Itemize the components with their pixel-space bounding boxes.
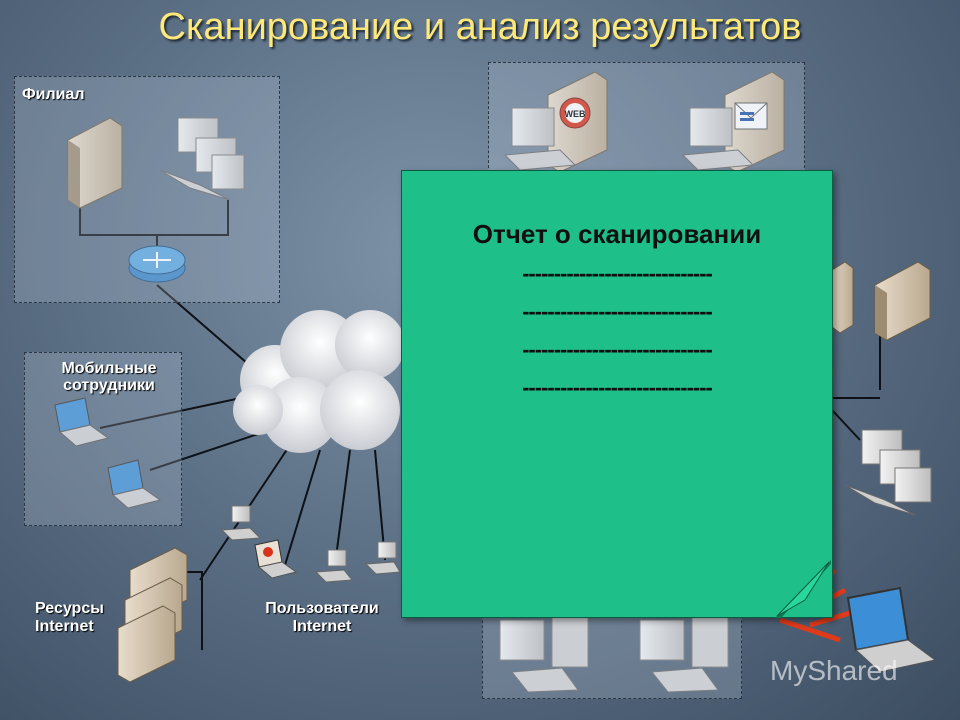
scan-report-note: Отчет о сканировании -------------------… [401, 170, 833, 618]
watermark-logo: MyShared [770, 655, 898, 686]
laptop-icon [54, 397, 110, 447]
mobile-zone-label: Мобильные сотрудники [61, 360, 157, 394]
mobile-zone [24, 352, 182, 526]
laptop-icon [254, 539, 298, 579]
web-badge-icon: WEB [559, 97, 591, 129]
report-line: ------------------------------ [522, 337, 713, 362]
servers-zone [488, 62, 805, 173]
workstation-icon [314, 549, 353, 583]
branch-zone [14, 76, 280, 303]
report-line: ------------------------------ [522, 375, 713, 400]
page-curl-icon [775, 560, 831, 618]
report-line: ------------------------------ [522, 261, 713, 286]
branch-zone-label: Филиал [22, 86, 85, 103]
report-title: Отчет о сканировании [472, 219, 762, 249]
server-icon [117, 547, 188, 683]
laptop-icon [107, 459, 162, 509]
workstation-icon [844, 429, 932, 516]
workstation-icon [364, 541, 401, 575]
server-icon [67, 117, 123, 209]
workstation-icon [159, 117, 245, 201]
workstation-icon [220, 505, 262, 541]
slide-title: Сканирование и анализ результатов [158, 6, 802, 48]
mail-badge-icon [734, 102, 768, 130]
internet-users-label: Пользователи Internet [265, 600, 379, 635]
server-icon [874, 261, 931, 341]
svg-text:WEB: WEB [565, 109, 586, 119]
router-icon [128, 245, 186, 283]
workstation-icon [499, 611, 589, 693]
laptop-icon [846, 586, 937, 673]
server-icon [831, 261, 854, 334]
cloud-icon [233, 310, 405, 453]
workstation-icon [639, 611, 729, 693]
internet-resources-label: Ресурсы Internet [35, 600, 104, 635]
report-line: ------------------------------ [522, 299, 713, 324]
